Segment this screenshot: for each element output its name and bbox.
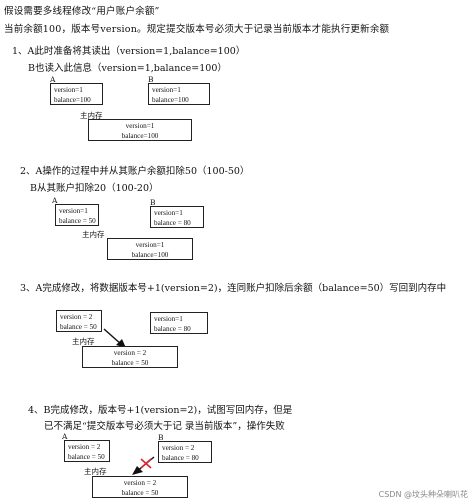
step4-main-memory-box: version = 2 balance = 50 [92,476,188,498]
step3-mem-balance: balance = 50 [111,359,149,367]
step4-thread-a-label: A [62,432,68,441]
step3-a-balance: balance = 50 [60,323,97,331]
step4-b-version: version = 2 [162,444,195,452]
step2-thread-a-box: version=1 balance = 50 [55,204,99,226]
step4-thread-b-label: B [158,433,164,442]
step2-thread-b-label: B [150,198,156,207]
step1-mem-version: version=1 [125,122,155,130]
step1-thread-b-label: B [148,75,154,84]
step4-mem-balance: balance = 50 [121,489,159,497]
step3-thread-b-box: version=1 balance = 80 [150,312,208,334]
step1-thread-a-box: version=1 balance=100 [50,83,103,105]
step3-write-arrow-icon [103,328,126,348]
step3-mem-version: version = 2 [113,349,147,357]
step1-a-version: version=1 [54,86,83,94]
step4-b-balance: balance = 80 [162,454,199,462]
step1-b-balance: balance=100 [152,96,189,104]
step4-thread-b-box: version = 2 balance = 80 [158,441,212,463]
step2-text-1: 2、A操作的过程中并从其账户余额扣除50（100-50） [20,166,250,177]
step2-a-version: version=1 [59,207,88,215]
step2-thread-a-label: A [52,196,58,205]
step4-a-version: version = 2 [68,443,101,451]
step1-b-version: version=1 [152,86,181,94]
step4-failed-write-arrow-icon [132,456,155,475]
step2-mem-version: version=1 [135,241,165,249]
step3-main-memory-label: 主内存 [72,337,95,346]
step1-main-memory-box: version=1 balance=100 [88,119,192,141]
step3-b-version: version=1 [154,315,183,323]
step2-b-balance: balance = 80 [154,219,191,227]
step2-a-balance: balance = 50 [59,217,96,225]
csdn-watermark: CSDN @坟头种朵喇叭花 [378,490,468,499]
step1-main-memory-label: 主内存 [80,111,103,120]
step3-a-version: version = 2 [60,313,93,321]
step1-text-1: 1、A此时准备将其读出（version=1,balance=100） [12,46,246,57]
intro-line-1: 假设需要多线程修改“用户账户余额” [4,6,160,17]
step3-text-1: 3、A完成修改，将数据版本号+1(version=2)，连同账户扣除后余额（ba… [20,283,447,294]
step4-a-balance: balance = 50 [68,453,105,461]
step4-text-1: 4、B完成修改，版本号+1(version=2)，试图写回内存，但是 [28,405,293,416]
step2-main-memory-box: version=1 balance=100 [107,238,193,260]
step2-main-memory-label: 主内存 [82,230,105,239]
step4-text-2: 已不满足“提交版本号必须大于记 录当前版本”，操作失败 [44,421,285,432]
step2-thread-b-box: version=1 balance = 80 [150,206,204,228]
intro-line-2: 当前余额100，版本号version。规定提交版本号必须大于记录当前版本才能执行… [4,24,390,35]
step1-a-balance: balance=100 [54,96,91,104]
step4-main-memory-label: 主内存 [84,467,107,476]
step4-mem-version: version = 2 [123,479,157,487]
step2-mem-balance: balance=100 [131,251,169,259]
step2-text-2: B从其账户扣除20（100-20） [30,183,159,194]
step1-text-2: B也读入此信息（version=1,balance=100） [28,63,227,74]
step1-thread-b-box: version=1 balance=100 [148,83,210,105]
step4-thread-a-box: version = 2 balance = 50 [64,440,110,462]
step3-b-balance: balance = 80 [154,325,191,333]
step2-b-version: version=1 [154,209,183,217]
step1-thread-a-label: A [50,75,56,84]
step3-thread-a-box: version = 2 balance = 50 [56,310,102,332]
step3-main-memory-box: version = 2 balance = 50 [82,346,178,368]
step1-mem-balance: balance=100 [121,132,159,140]
